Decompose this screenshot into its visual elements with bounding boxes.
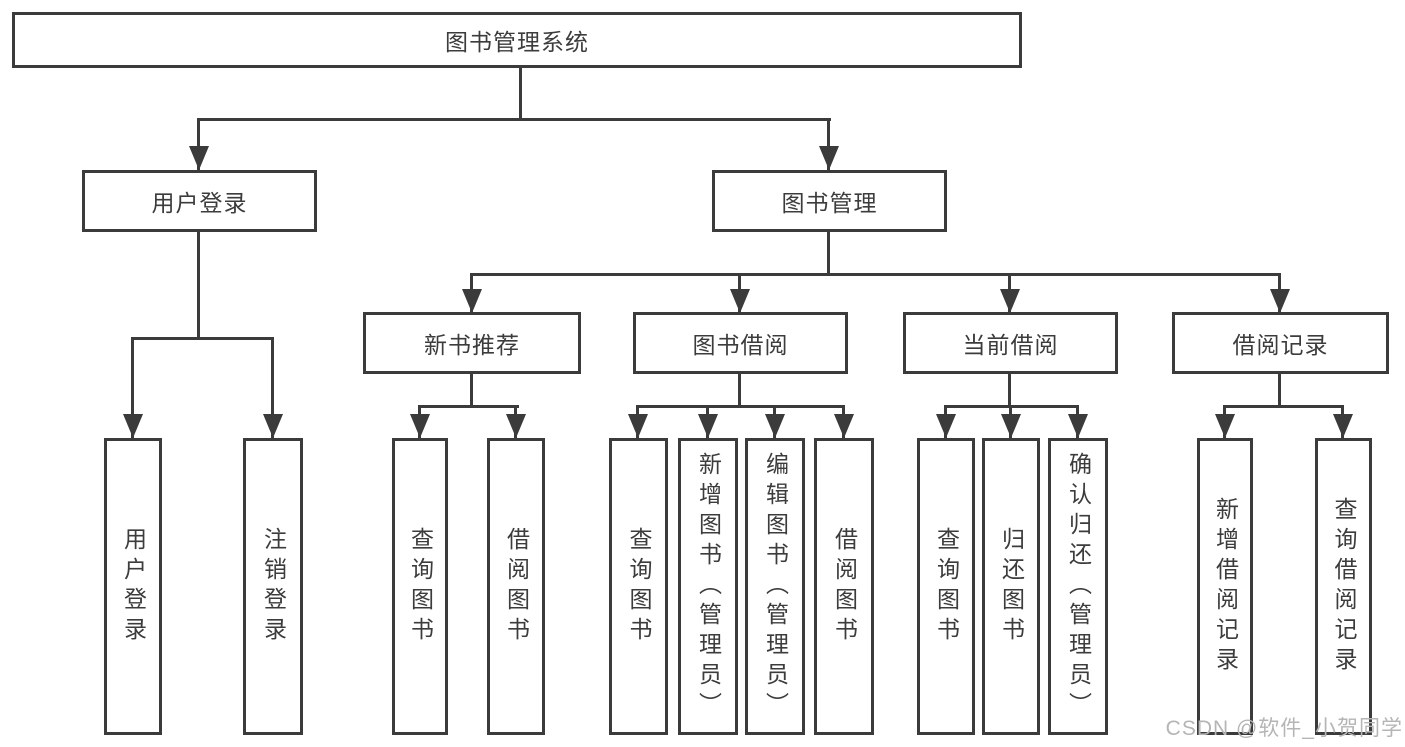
connector-cb-rail [944, 405, 1079, 408]
connector-book-mgmt-drop [827, 121, 830, 170]
node-cb-return-books: 归还图书 [982, 438, 1040, 735]
arrowhead-icon [698, 414, 718, 438]
node-bb-query-books: 查询图书 [609, 438, 668, 735]
connector-br-stem [1278, 374, 1281, 408]
node-nbr-borrow-books-label: 借阅图书 [503, 526, 530, 647]
arrowhead-icon [1068, 414, 1088, 438]
node-book-management-label: 图书管理 [781, 190, 878, 216]
node-br-add-record: 新增借阅记录 [1197, 438, 1253, 735]
node-br-query-record-label: 查询借阅记录 [1331, 496, 1357, 677]
connector-level3-rail [470, 273, 1281, 276]
node-bb-edit-book-admin: 编辑图书（管理员） [745, 438, 805, 735]
node-current-borrow-label: 当前借阅 [962, 332, 1059, 358]
connector-book-mgmt-stem [827, 232, 830, 276]
node-cb-query-books: 查询图书 [917, 438, 975, 735]
node-cb-confirm-return-admin: 确认归还（管理员） [1048, 438, 1108, 735]
node-root-label: 图书管理系统 [445, 29, 589, 55]
node-bb-borrow-books-label: 借阅图书 [831, 526, 858, 647]
arrowhead-icon [263, 414, 283, 438]
node-borrow-records-label: 借阅记录 [1232, 332, 1329, 358]
node-book-management: 图书管理 [712, 170, 947, 232]
connector-login-drop [131, 340, 134, 438]
connector-user-login-rail [131, 337, 274, 340]
node-new-book-recommend-label: 新书推荐 [424, 332, 520, 358]
arrowhead-icon [1001, 414, 1021, 438]
arrowhead-icon [1333, 414, 1353, 438]
node-nbr-borrow-books: 借阅图书 [487, 438, 545, 735]
node-login-leaf-label: 用户登录 [120, 526, 147, 647]
node-book-borrow-label: 图书借阅 [692, 332, 789, 358]
connector-root-stem [519, 68, 522, 120]
connector-logout-drop [271, 340, 274, 438]
node-login-leaf: 用户登录 [104, 438, 162, 735]
arrowhead-icon [628, 414, 648, 438]
node-bb-query-books-label: 查询图书 [626, 526, 652, 647]
node-root: 图书管理系统 [12, 12, 1022, 68]
arrowhead-icon [123, 414, 143, 438]
node-br-add-record-label: 新增借阅记录 [1212, 496, 1239, 677]
arrowhead-icon [730, 289, 750, 313]
node-current-borrow: 当前借阅 [903, 312, 1118, 374]
arrowhead-icon [1215, 414, 1235, 438]
arrowhead-icon [936, 414, 956, 438]
node-nbr-query-books-label: 查询图书 [407, 526, 434, 647]
node-bb-edit-book-admin-label: 编辑图书（管理员） [762, 451, 789, 722]
csdn-watermark: CSDN @软件_小贺同学 [1165, 717, 1403, 740]
connector-user-login-stem [197, 232, 200, 337]
node-br-query-record: 查询借阅记录 [1315, 438, 1372, 735]
node-user-login-label: 用户登录 [151, 190, 248, 216]
arrowhead-icon [506, 414, 526, 438]
arrowhead-icon [819, 146, 839, 170]
arrowhead-icon [410, 414, 430, 438]
node-logout-leaf: 注销登录 [243, 438, 303, 735]
node-book-borrow: 图书借阅 [633, 312, 848, 374]
node-bb-add-book-admin: 新增图书（管理员） [678, 438, 738, 735]
node-nbr-query-books: 查询图书 [392, 438, 448, 735]
node-logout-leaf-label: 注销登录 [260, 526, 287, 647]
arrowhead-icon [462, 289, 482, 313]
connector-nbr-rail [418, 405, 519, 408]
connector-bb-rail [636, 405, 845, 408]
node-borrow-records: 借阅记录 [1172, 312, 1389, 374]
node-bb-add-book-admin-label: 新增图书（管理员） [695, 451, 722, 722]
connector-nbr-stem [470, 374, 473, 408]
node-cb-return-books-label: 归还图书 [998, 526, 1025, 647]
connector-level2-rail [197, 118, 831, 121]
arrowhead-icon [834, 414, 854, 438]
connector-cb-stem [1008, 374, 1011, 408]
node-new-book-recommend: 新书推荐 [363, 312, 581, 374]
connector-br-rail [1223, 405, 1344, 408]
arrowhead-icon [1270, 289, 1290, 313]
connector-user-login-drop [197, 121, 200, 170]
connector-bb-stem [738, 374, 741, 408]
node-bb-borrow-books: 借阅图书 [814, 438, 874, 735]
node-cb-query-books-label: 查询图书 [933, 526, 960, 647]
arrowhead-icon [1000, 289, 1020, 313]
node-cb-confirm-return-admin-label: 确认归还（管理员） [1065, 451, 1092, 722]
arrowhead-icon [765, 414, 785, 438]
arrowhead-icon [189, 146, 209, 170]
node-user-login: 用户登录 [82, 170, 317, 232]
